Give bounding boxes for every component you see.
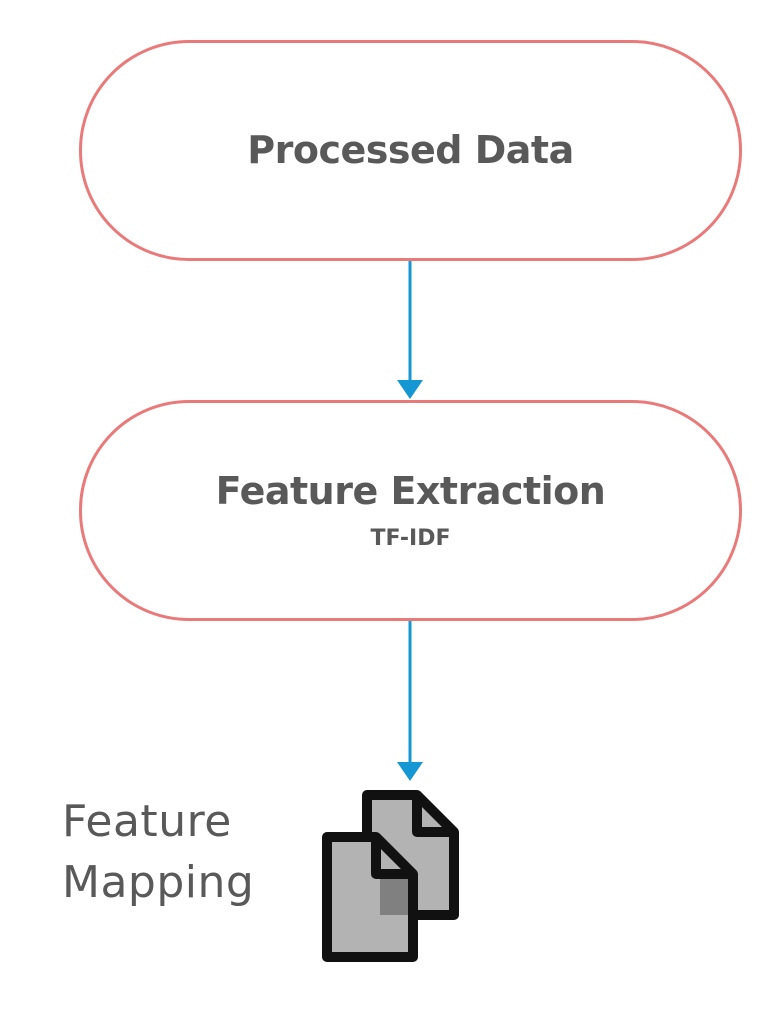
feature-extraction-node[interactable]: Feature Extraction TF-IDF — [79, 400, 742, 621]
document-overlap-shade — [380, 879, 408, 915]
processed-data-title: Processed Data — [247, 127, 574, 172]
front-document-icon — [322, 832, 418, 962]
feature-mapping-label-line-2: Mapping — [62, 857, 255, 908]
multiple-documents-icon — [322, 790, 459, 962]
connector-processed-to-feature — [397, 261, 423, 399]
feature-extraction-subtitle: TF-IDF — [370, 526, 451, 552]
feature-mapping-label-line-1: Feature — [62, 796, 232, 847]
connector-feature-to-mapping — [397, 621, 423, 781]
feature-mapping-label: Feature Mapping — [62, 791, 254, 913]
feature-extraction-title: Feature Extraction — [215, 468, 606, 513]
processed-data-node[interactable]: Processed Data — [79, 40, 742, 261]
